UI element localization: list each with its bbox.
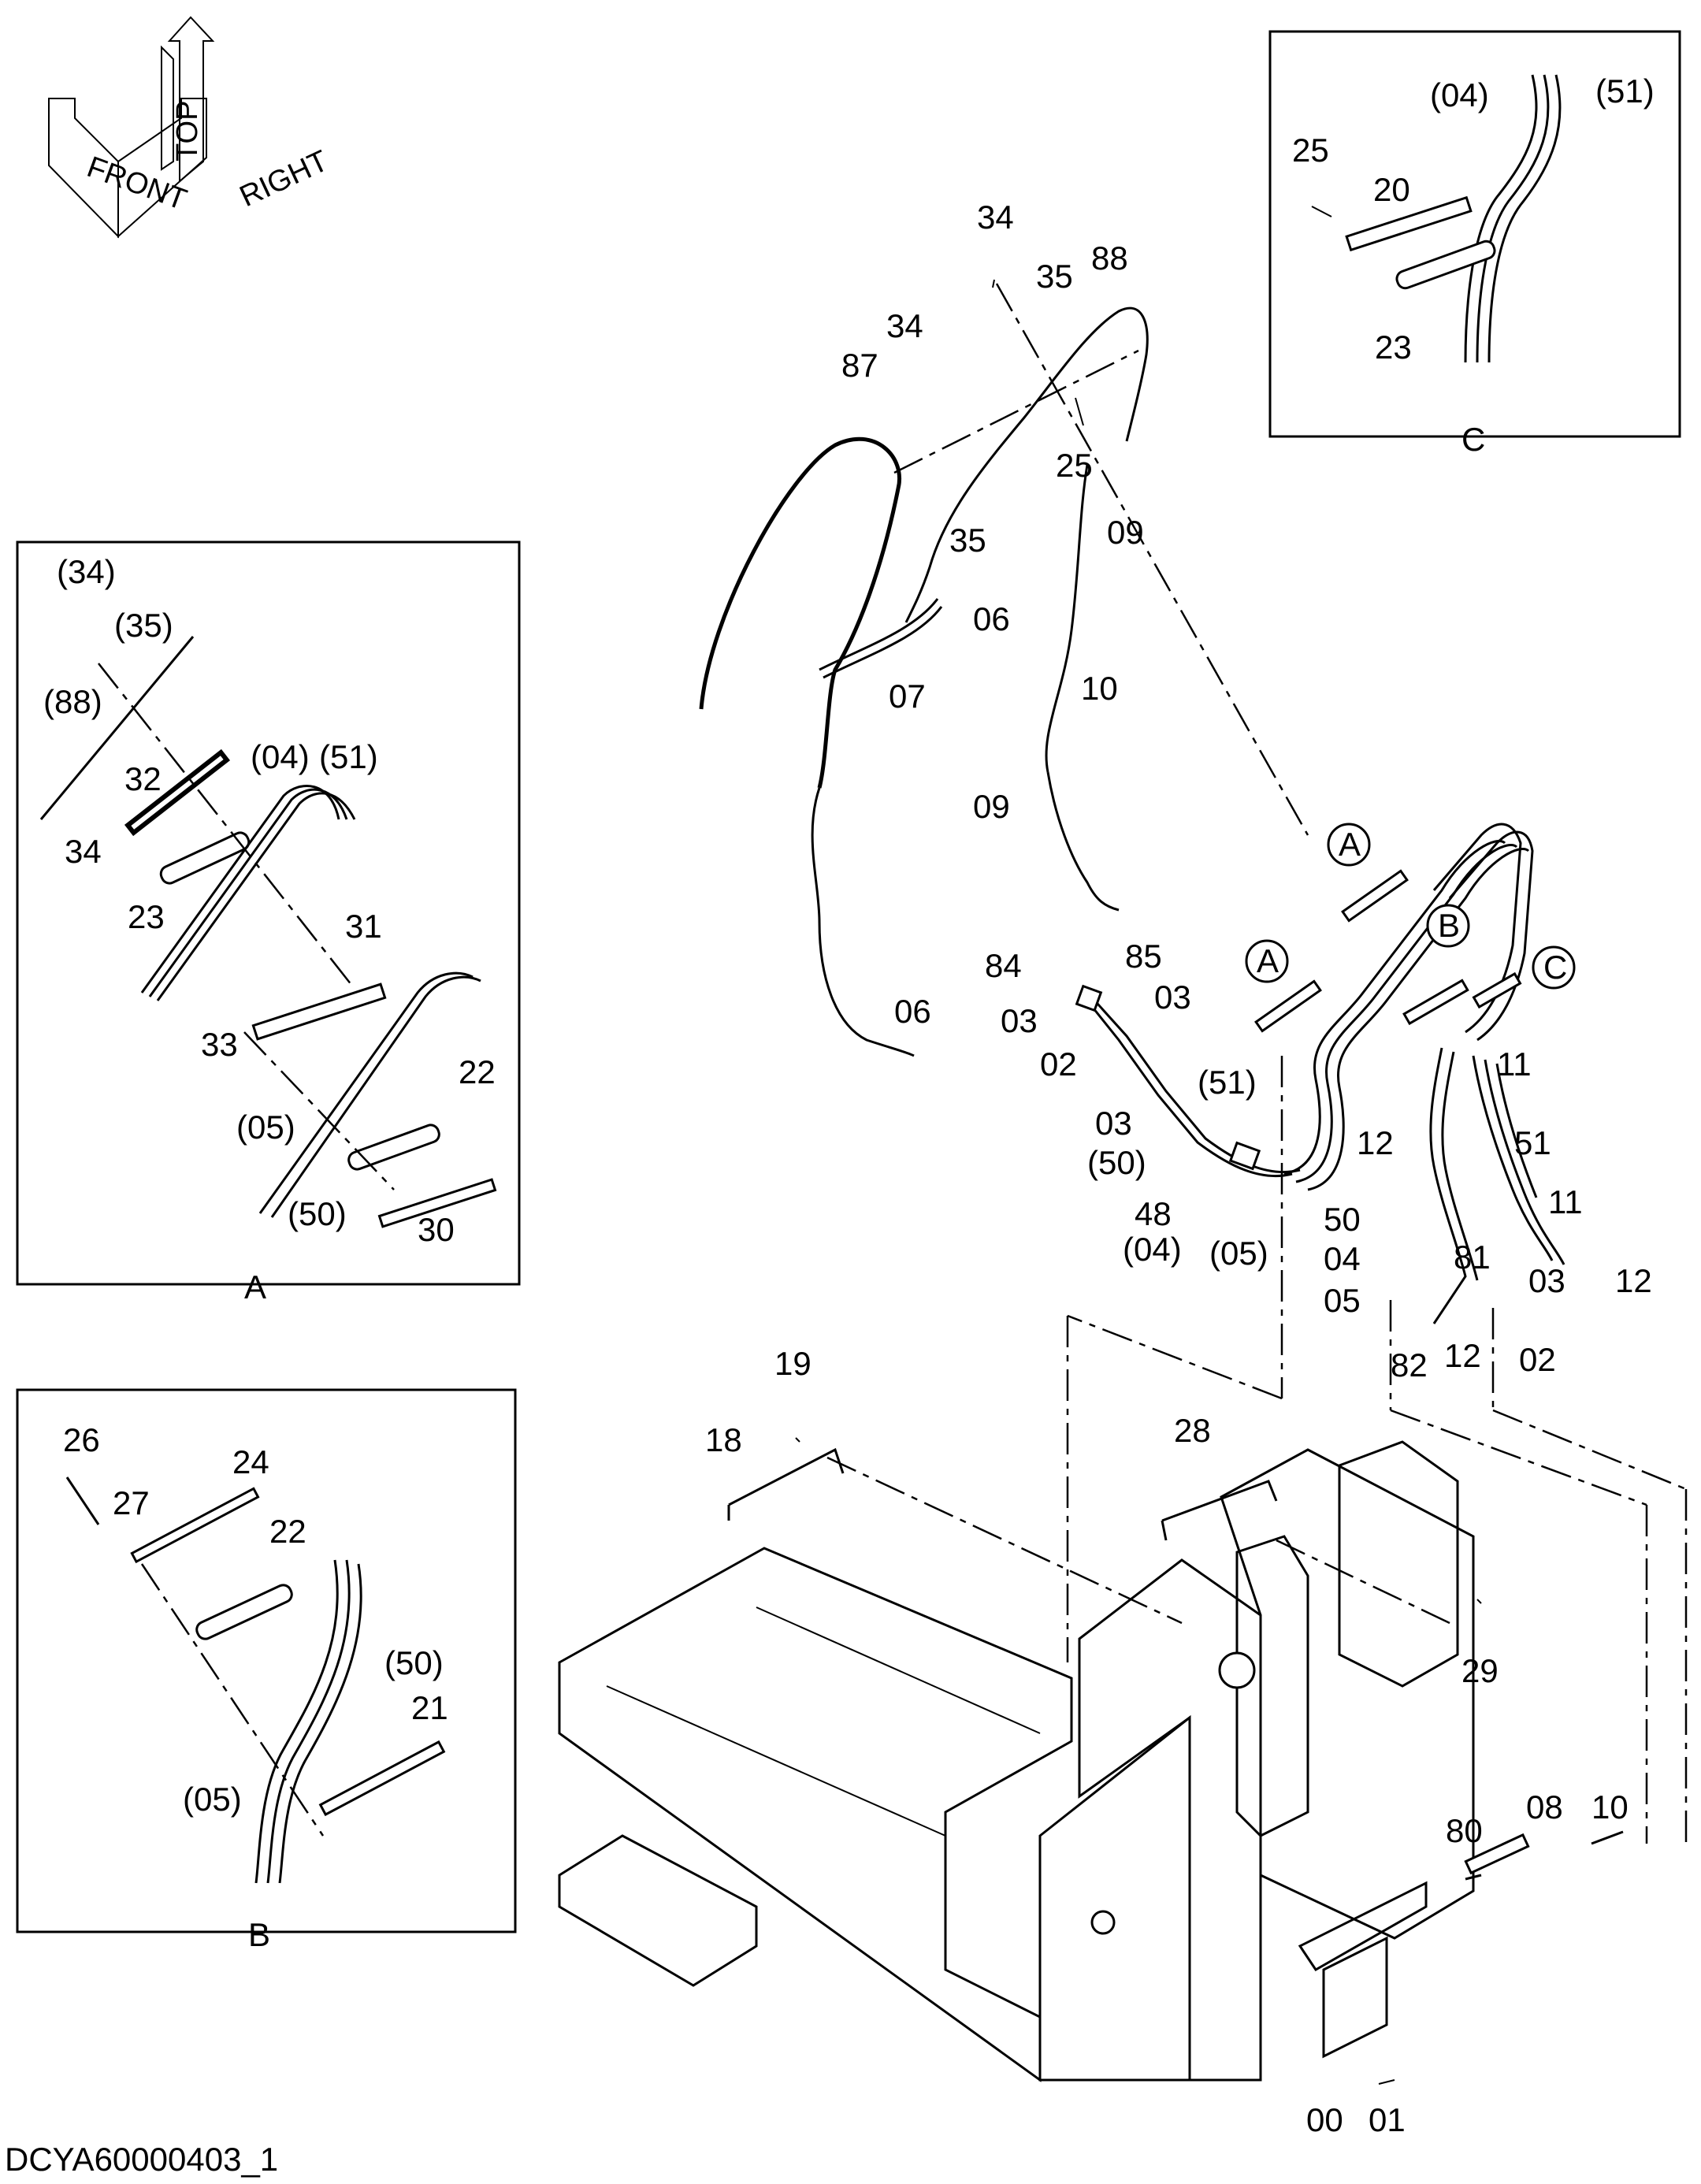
right-label-51: 51 [1514, 1124, 1551, 1161]
b-label-21: 21 [411, 1689, 448, 1726]
chassis-frame [558, 1440, 1475, 2082]
fit-label-03c: 03 [1095, 1105, 1132, 1142]
a-label-35: (35) [114, 607, 173, 644]
main-label-34b: 34 [886, 307, 923, 344]
fit-label-02: 02 [1040, 1046, 1077, 1083]
low-label-19: 19 [774, 1345, 812, 1382]
right-label-81: 81 [1454, 1239, 1491, 1276]
a-label-33: 33 [201, 1026, 238, 1063]
low-label-29: 29 [1461, 1652, 1499, 1689]
fit-label-50: (50) [1087, 1144, 1146, 1181]
orientation-top-label: TOP [171, 101, 204, 162]
lower-parts: 19 18 28 29 80 08 10 00 01 [705, 1345, 1629, 2138]
b-label-26: 26 [63, 1421, 100, 1458]
detail-b-caption: B [248, 1916, 270, 1953]
main-label-88: 88 [1091, 240, 1128, 277]
right-label-05: 05 [1324, 1282, 1361, 1319]
right-label-50: 50 [1324, 1201, 1361, 1238]
detail-c-caption: C [1461, 421, 1485, 458]
hose-bundle: A A B C 11 12 51 50 11 04 81 12 05 03 82… [1245, 823, 1652, 1384]
callout-b: B [1438, 907, 1460, 944]
c-label-51: (51) [1595, 72, 1655, 110]
low-label-01: 01 [1369, 2101, 1406, 2138]
b-label-22: 22 [269, 1513, 306, 1550]
fit-label-48: 48 [1135, 1195, 1172, 1232]
low-label-08: 08 [1526, 1788, 1563, 1826]
main-label-10a: 10 [1081, 670, 1118, 707]
a-label-32: 32 [124, 760, 162, 797]
callout-c: C [1543, 949, 1567, 986]
orientation-icon: TOP FRONT RIGHT [48, 16, 333, 239]
a-label-31: 31 [345, 908, 382, 945]
b-label-27: 27 [113, 1484, 150, 1521]
detail-c: (04) (51) 25 20 23 C [1268, 30, 1681, 458]
drawing-code: DCYA60000403_1 [5, 2141, 278, 2178]
right-label-82: 82 [1391, 1346, 1428, 1384]
callout-a-upper: A [1339, 826, 1361, 863]
low-label-00: 00 [1306, 2101, 1343, 2138]
fit-label-51: (51) [1198, 1064, 1257, 1101]
fit-label-04: (04) [1123, 1231, 1182, 1268]
fit-label-85: 85 [1125, 938, 1162, 975]
a-label-23: 23 [128, 898, 165, 935]
right-label-12c: 12 [1444, 1337, 1481, 1374]
c-label-04: (04) [1430, 76, 1489, 113]
right-label-12b: 12 [1615, 1262, 1652, 1299]
c-label-20: 20 [1373, 171, 1410, 208]
a-label-34b: 34 [65, 833, 102, 870]
main-label-06b: 06 [894, 993, 931, 1030]
fit-label-84: 84 [985, 947, 1022, 984]
right-label-11a: 11 [1497, 1046, 1532, 1083]
a-label-04: (04) [251, 738, 310, 775]
a-label-51: (51) [319, 738, 378, 775]
c-label-25: 25 [1292, 132, 1329, 169]
right-label-12a: 12 [1357, 1124, 1394, 1161]
main-label-07: 07 [889, 678, 926, 715]
main-label-09b: 09 [973, 788, 1010, 825]
right-label-11b: 11 [1548, 1183, 1583, 1220]
low-label-28: 28 [1174, 1412, 1211, 1449]
right-label-04: 04 [1324, 1240, 1361, 1277]
a-label-22: 22 [459, 1053, 496, 1090]
b-label-24: 24 [232, 1443, 269, 1480]
main-label-87: 87 [841, 347, 878, 384]
low-label-80: 80 [1446, 1812, 1483, 1849]
a-label-05: (05) [236, 1109, 295, 1146]
main-label-35a: 35 [1036, 258, 1073, 295]
b-label-05: (05) [183, 1781, 242, 1818]
detail-b: 26 24 27 22 (50) 21 (05) B [16, 1388, 517, 1953]
orientation-right-label: RIGHT [235, 144, 333, 214]
hose-group: 34 35 88 34 87 25 35 09 06 07 10 09 06 [699, 199, 1309, 1057]
low-label-18: 18 [705, 1421, 742, 1458]
detail-a-caption: A [244, 1268, 266, 1306]
a-label-34: (34) [57, 553, 116, 590]
callout-a-lower: A [1257, 942, 1279, 979]
fitting-group: 84 85 03 03 02 (51) 03 (50) 48 (04) (05) [985, 938, 1301, 1272]
fit-label-03a: 03 [1001, 1002, 1038, 1039]
main-label-09a: 09 [1107, 514, 1144, 551]
low-label-10: 10 [1591, 1788, 1629, 1826]
a-label-30: 30 [418, 1211, 455, 1248]
right-label-03: 03 [1528, 1262, 1565, 1299]
a-label-88: (88) [43, 683, 102, 720]
a-label-50: (50) [288, 1195, 347, 1232]
b-label-50: (50) [384, 1644, 444, 1681]
main-label-25: 25 [1056, 447, 1093, 484]
fit-label-05: (05) [1209, 1235, 1268, 1272]
routing-lines [826, 1056, 1688, 1844]
fit-label-03b: 03 [1154, 979, 1191, 1016]
main-label-06a: 06 [973, 600, 1010, 637]
detail-a: (34) (35) (88) 32 (04) (51) 34 23 31 33 … [16, 540, 521, 1306]
main-label-34a: 34 [977, 199, 1014, 236]
main-label-35b: 35 [949, 522, 986, 559]
c-label-23: 23 [1375, 329, 1412, 366]
right-label-02: 02 [1519, 1341, 1556, 1378]
